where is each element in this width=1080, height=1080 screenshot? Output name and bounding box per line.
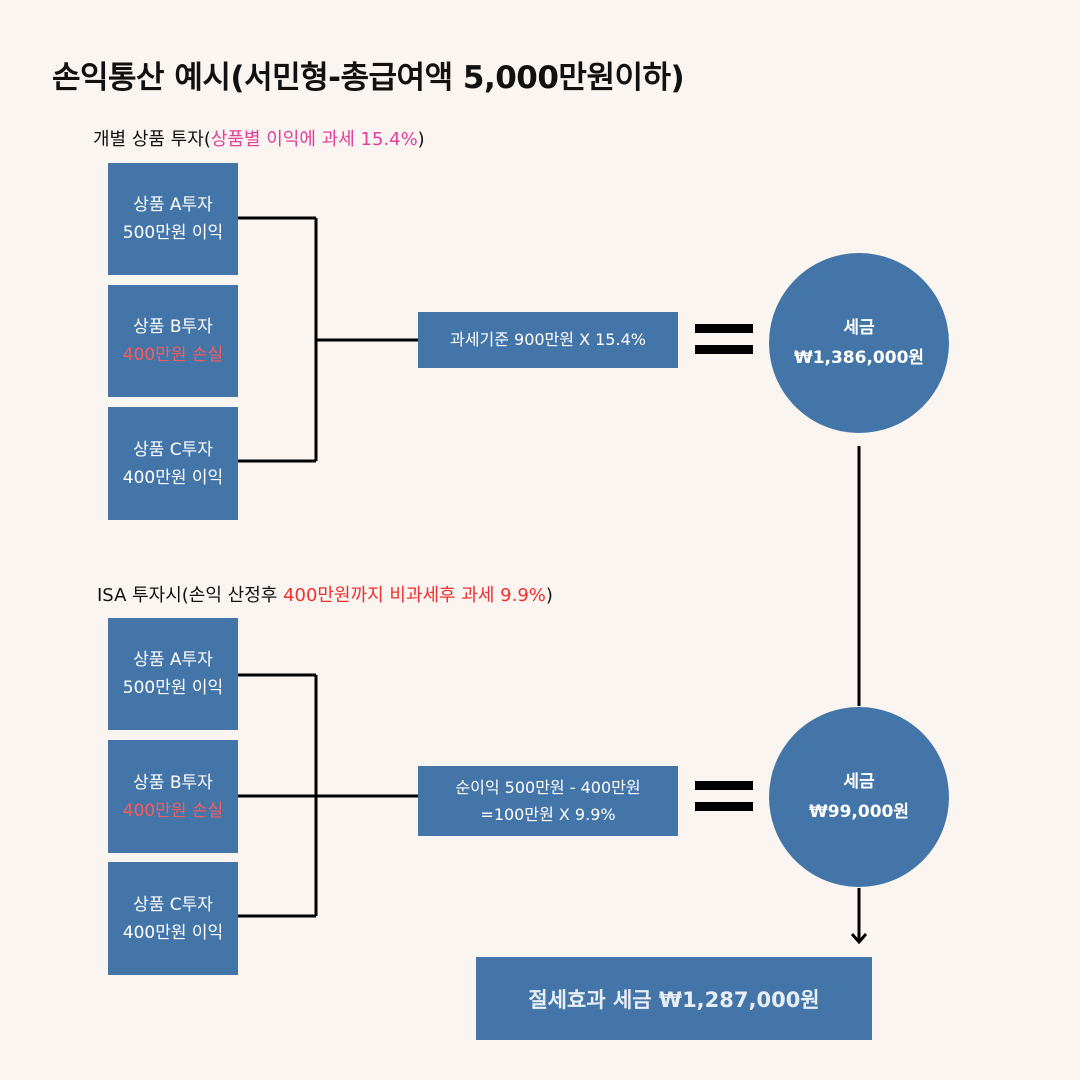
page-title: 손익통산 예시(서민형-총급여액 5,000만원이하) [52, 60, 685, 96]
product-result-loss: 400만원 손실 [122, 345, 224, 365]
section1-product-b: 상품 B투자 400만원 손실 [108, 285, 238, 397]
product-result: 400만원 이익 [122, 922, 224, 943]
equals-sign-1 [695, 324, 753, 354]
section2-title: ISA 투자시(손익 산정후 400만원까지 비과세후 과세 9.9%) [97, 581, 553, 607]
tax-amount: ₩99,000원 [809, 802, 909, 822]
product-name: 상품 B투자 [133, 772, 213, 793]
product-name: 상품 B투자 [133, 317, 213, 337]
product-result: 500만원 이익 [122, 223, 224, 243]
tax-saving-result-box: 절세효과 세금 ₩1,287,000원 [476, 957, 872, 1040]
product-result: 400만원 이익 [122, 467, 224, 488]
section1-note: 상품별 이익에 과세 15.4% [210, 129, 418, 150]
section1-product-a: 상품 A투자 500만원 이익 [108, 163, 238, 275]
section1-product-c: 상품 C투자 400만원 이익 [108, 407, 238, 520]
product-name: 상품 A투자 [133, 195, 213, 215]
section1-paren-open: ( [203, 129, 211, 150]
section2-product-b: 상품 B투자 400만원 손실 [108, 740, 238, 853]
tax-amount: ₩1,386,000원 [793, 348, 925, 368]
calc-text: 과세기준 900만원 X 15.4% [450, 330, 646, 349]
section1-calc-box: 과세기준 900만원 X 15.4% [418, 312, 678, 368]
section2-product-a: 상품 A투자 500만원 이익 [108, 618, 238, 730]
section2-calc-box: 순이익 500만원 - 400만원 =100만원 X 9.9% [418, 766, 678, 836]
calc-text-line2: =100만원 X 9.9% [480, 805, 616, 824]
product-name: 상품 C투자 [133, 439, 213, 460]
tax-label: 세금 [843, 772, 875, 792]
product-name: 상품 C투자 [133, 894, 213, 915]
product-name: 상품 A투자 [133, 650, 213, 670]
section1-title: 개별 상품 투자(상품별 이익에 과세 15.4%) [93, 125, 425, 151]
tax-saving-text: 절세효과 세금 ₩1,287,000원 [528, 987, 820, 1012]
product-result: 500만원 이익 [122, 678, 224, 698]
section2-tax-circle: 세금 ₩99,000원 [769, 707, 949, 887]
section1-label: 개별 상품 투자 [93, 129, 204, 150]
equals-sign-2 [695, 781, 753, 811]
section1-tax-circle: 세금 ₩1,386,000원 [769, 253, 949, 433]
section2-note: 400만원까지 비과세후 과세 9.9% [283, 585, 546, 606]
product-result-loss: 400만원 손실 [122, 800, 224, 821]
section2-label: ISA 투자시(손익 산정후 [97, 585, 284, 606]
section2-product-c: 상품 C투자 400만원 이익 [108, 862, 238, 975]
section2-paren-close: ) [545, 585, 553, 606]
tax-label: 세금 [843, 318, 875, 338]
calc-text-line1: 순이익 500만원 - 400만원 [455, 778, 641, 797]
section1-paren-close: ) [417, 129, 425, 150]
